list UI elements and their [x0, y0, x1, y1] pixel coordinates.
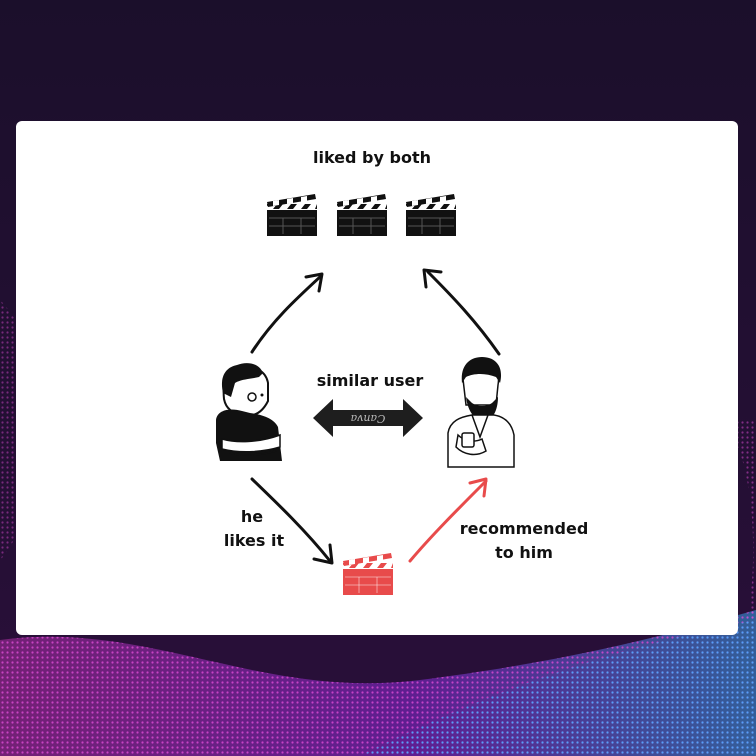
likes-it-label: likes it — [223, 531, 285, 550]
diagram-card: Canva liked b — [16, 121, 738, 635]
liked-movie-1-icon — [264, 193, 318, 237]
arrow-he-likes — [250, 477, 334, 565]
user-right-icon — [447, 357, 515, 468]
recommended-label: recommended — [459, 519, 589, 538]
user-left-icon — [216, 363, 282, 461]
to-him-label: to him — [495, 543, 553, 562]
he-label: he — [240, 507, 264, 526]
recommendation-diagram: Canva — [216, 193, 515, 596]
canva-watermark: Canva — [351, 412, 386, 425]
arrow-left-to-liked — [250, 272, 324, 354]
liked-by-both-label: liked by both — [313, 148, 431, 167]
liked-movie-3-icon — [403, 193, 457, 237]
liked-movie-2-icon — [334, 193, 388, 237]
arrow-recommended — [408, 477, 488, 563]
recommended-movie-icon — [340, 552, 394, 596]
double-arrow-similar-icon: Canva — [313, 399, 423, 437]
arrow-right-to-liked — [422, 268, 501, 356]
similar-user-label: similar user — [316, 371, 424, 390]
